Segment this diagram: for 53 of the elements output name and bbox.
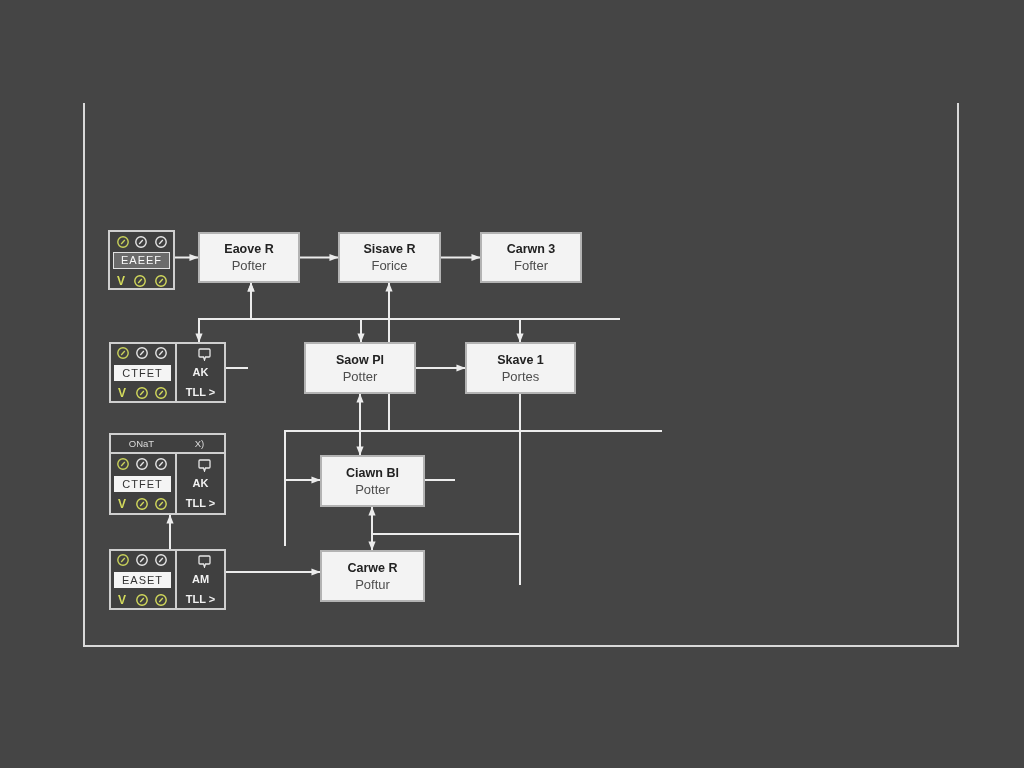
panel-label: AK: [191, 476, 210, 491]
box-title: Skave 1: [497, 351, 544, 368]
panel-title: X): [193, 436, 206, 451]
panel-label: AK: [191, 365, 210, 380]
panel-label: AM: [190, 572, 211, 587]
double-arrow: [247, 282, 365, 343]
indicator-letter: V: [117, 497, 127, 511]
connector-line: [424, 479, 456, 481]
process-box: [465, 342, 576, 394]
process-box: [320, 550, 425, 602]
arrow: [174, 253, 199, 262]
box-subtitle: Portes: [501, 367, 540, 385]
indicator-letter: V: [116, 274, 126, 288]
display-field: EAEEF: [113, 252, 170, 269]
double-arrow: [356, 393, 364, 456]
process-box: [304, 342, 416, 394]
connector-line: [225, 367, 249, 369]
box-subtitle: Potter: [342, 367, 378, 385]
process-box: [338, 232, 441, 283]
control-panel: [108, 230, 175, 290]
arrow: [299, 253, 339, 262]
control-panel: [109, 549, 226, 610]
arrow: [166, 514, 174, 550]
box-title: Sisave R: [363, 241, 416, 257]
process-box: [320, 455, 425, 507]
box-subtitle: Forice: [371, 257, 408, 274]
box-subtitle: Poftur: [355, 575, 390, 593]
box-title: Carwe R: [347, 559, 398, 576]
display-field: EASET: [114, 572, 171, 588]
arrow: [440, 253, 481, 262]
panel-label: TLL >: [184, 592, 217, 607]
box-title: Saow Pl: [336, 351, 384, 368]
indicator-letter: V: [117, 593, 127, 607]
arrow: [284, 393, 390, 484]
arrow: [415, 364, 466, 372]
arrow: [225, 568, 321, 576]
panel-label: TLL >: [184, 385, 217, 400]
box-title: Eaove R: [224, 241, 274, 257]
process-box: [480, 232, 582, 283]
box-title: Carwn 3: [506, 241, 556, 257]
box-subtitle: Potter: [355, 480, 390, 498]
panel-label: TLL >: [184, 496, 217, 511]
display-field: CTFET: [114, 476, 171, 492]
panel-title: ONaT: [127, 436, 156, 451]
indicator-letter: V: [117, 386, 127, 400]
box-subtitle: Pofter: [231, 257, 267, 274]
control-panel: [109, 342, 226, 403]
box-title: Ciawn Bl: [346, 464, 399, 481]
box-subtitle: Fofter: [514, 257, 548, 274]
display-field: CTFET: [114, 365, 171, 381]
process-box: [198, 232, 300, 283]
control-panel: [109, 433, 226, 515]
arrow: [388, 318, 524, 343]
